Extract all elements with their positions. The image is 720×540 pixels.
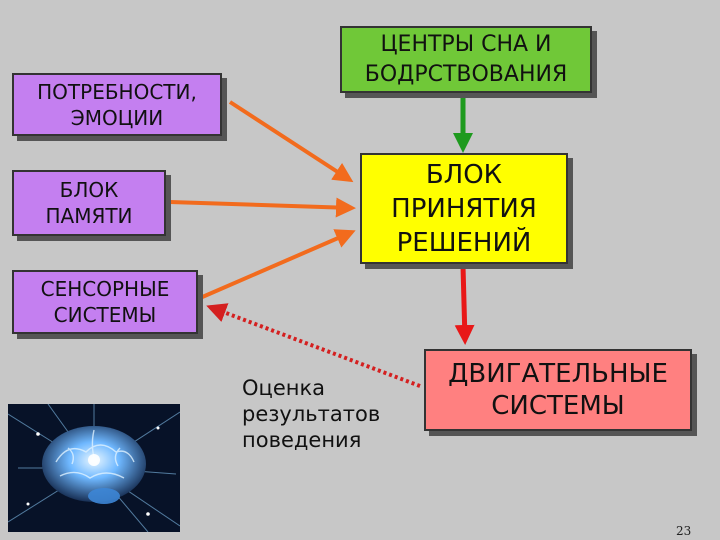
memory-block-box: БЛОК ПАМЯТИ: [12, 170, 166, 236]
brain-image: [8, 404, 180, 532]
arrow-motor-to-sensory-feedback: [206, 303, 421, 388]
needs-emotions-label: ПОТРЕБНОСТИ, ЭМОЦИИ: [37, 79, 197, 130]
needs-emotions-box: ПОТРЕБНОСТИ, ЭМОЦИИ: [12, 73, 222, 136]
arrow-sensory-to-decision: [199, 229, 356, 300]
motor-systems-label: ДВИГАТЕЛЬНЫЕ СИСТЕМЫ: [448, 359, 668, 421]
decision-block-label: БЛОК ПРИНЯТИЯ РЕШЕНИЙ: [391, 159, 537, 258]
page-number: 23: [676, 524, 692, 538]
memory-block-label: БЛОК ПАМЯТИ: [45, 178, 133, 228]
arrow-needs-to-decision: [228, 100, 354, 183]
arrow-decision-to-motor: [454, 265, 475, 345]
arrow-memory-to-decision: [169, 197, 356, 218]
motor-systems-box: ДВИГАТЕЛЬНЫЕ СИСТЕМЫ: [424, 349, 692, 431]
sleep-wake-centers-box: ЦЕНТРЫ СНА И БОДРСТВОВАНИЯ: [340, 26, 592, 93]
sensory-systems-box: СЕНСОРНЫЕ СИСТЕМЫ: [12, 270, 198, 334]
decision-block-box: БЛОК ПРИНЯТИЯ РЕШЕНИЙ: [360, 153, 568, 264]
sleep-wake-centers-label: ЦЕНТРЫ СНА И БОДРСТВОВАНИЯ: [364, 31, 568, 87]
sensory-systems-label: СЕНСОРНЫЕ СИСТЕМЫ: [40, 277, 170, 327]
behavior-evaluation-label: Оценка результатов поведения: [242, 376, 381, 452]
